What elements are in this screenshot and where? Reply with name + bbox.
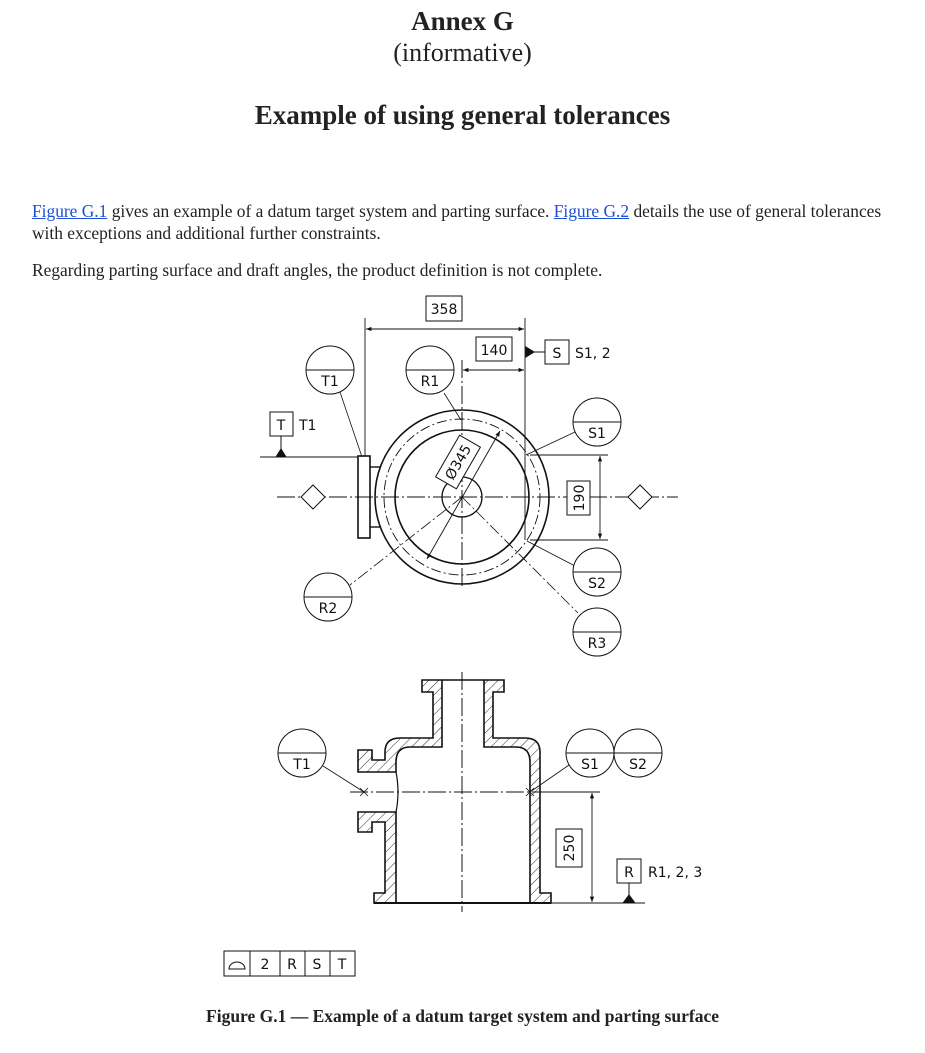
feature-control-frame: 2 R S T: [223, 950, 356, 977]
tolerance-value: 2: [261, 957, 270, 973]
target-s1: S1: [572, 397, 622, 447]
target-s1: S1: [565, 728, 615, 778]
datum-t-targets: T1: [298, 418, 316, 434]
datum-ref-r: R: [287, 957, 297, 973]
outer-circle: [374, 409, 550, 585]
target-r2: R2: [303, 572, 353, 622]
datum-r-targets: R1, 2, 3: [648, 865, 702, 881]
datum-r-label: R: [624, 865, 634, 881]
datum-ref-s: S: [313, 957, 322, 973]
diamond-right-icon: [627, 484, 653, 510]
section-view-labels: 250 R R1, 2, 3 T1 S1 S2: [277, 728, 702, 884]
target-r3: R3: [572, 607, 622, 657]
dim-190: 190: [572, 485, 588, 512]
paragraph-intro: Figure G.1 gives an example of a datum t…: [32, 200, 902, 244]
surface-profile-icon: [228, 961, 246, 970]
target-r1: R1: [405, 345, 455, 395]
diamond-left-icon: [300, 484, 326, 510]
datum-triangle-icon: [525, 346, 535, 358]
figure-g1-link[interactable]: Figure G.1: [32, 201, 108, 221]
svg-text:R3: R3: [588, 636, 607, 652]
target-t1: T1: [305, 345, 355, 395]
dim-140: 140: [481, 343, 508, 359]
datum-triangle-icon: [622, 894, 636, 904]
datum-s-targets: S1, 2: [575, 346, 611, 362]
annex-title: Annex G: [411, 6, 514, 36]
svg-text:S2: S2: [629, 757, 647, 773]
top-view: [260, 318, 678, 614]
svg-text:R2: R2: [319, 601, 338, 617]
figure-g2-link[interactable]: Figure G.2: [553, 201, 630, 221]
svg-text:S2: S2: [588, 576, 606, 592]
svg-text:T1: T1: [320, 374, 338, 390]
datum-t-label: T: [276, 418, 286, 434]
parting-circle: [383, 418, 541, 576]
annex-subtitle: (informative): [393, 38, 532, 67]
svg-text:S1: S1: [581, 757, 599, 773]
datum-s-label: S: [553, 346, 562, 362]
figure-caption: Figure G.1 — Example of a datum target s…: [206, 1006, 719, 1026]
top-view-labels: 358 140 S S1, 2 T T1 190 Ø345 T1 R1 S1 S…: [269, 295, 622, 657]
target-s2: S2: [613, 728, 663, 778]
svg-text:T1: T1: [292, 757, 310, 773]
inner-circle: [394, 429, 530, 565]
target-t1: T1: [277, 728, 327, 778]
target-s2: S2: [572, 547, 622, 597]
dim-250: 250: [562, 835, 578, 862]
svg-text:S1: S1: [588, 426, 606, 442]
datum-triangle-icon: [275, 448, 287, 458]
annex-heading: Example of using general tolerances: [254, 100, 671, 130]
datum-ref-t: T: [337, 957, 347, 973]
paragraph-text: gives an example of a datum target syste…: [107, 201, 554, 221]
paragraph-text: details the use of general tolerances wi…: [32, 201, 882, 243]
section-view: [322, 672, 645, 912]
paragraph-note: Regarding parting surface and draft angl…: [32, 260, 603, 280]
svg-text:R1: R1: [421, 374, 440, 390]
side-flange: [357, 455, 371, 539]
dim-358: 358: [431, 302, 458, 318]
